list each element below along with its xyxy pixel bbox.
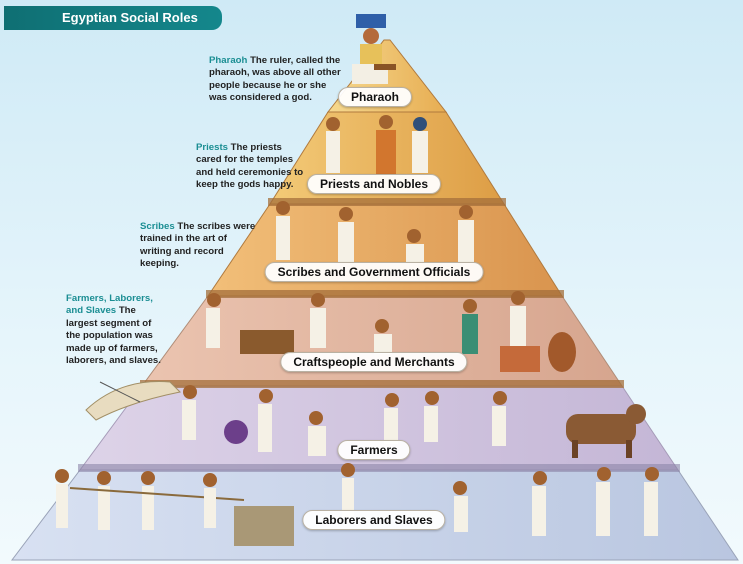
merchant-figure-icon: [510, 291, 526, 354]
farmer-figure-icon: [258, 389, 273, 452]
farmer-figure-icon: [182, 385, 197, 440]
annotation-term: Farmers, Laborers, and Slaves: [66, 293, 153, 316]
merchant-figure-icon: [462, 299, 478, 354]
annotation-farmers: Farmers, Laborers, and Slaves The larges…: [66, 293, 166, 367]
tier-label-scribes: Scribes and Government Officials: [265, 262, 484, 282]
annotation-scribes: Scribes The scribes were trained in the …: [140, 221, 258, 271]
farmer-figure-icon: [384, 393, 399, 444]
annotation-priests: Priests The priests cared for the temple…: [196, 142, 308, 192]
laborer-figure-icon: [55, 469, 69, 528]
laborer-figure-icon: [596, 467, 611, 536]
scribe-figure-icon: [276, 201, 290, 260]
tier-scribes: [208, 204, 562, 296]
laborer-figure-icon: [141, 471, 155, 530]
craftsman-figure-icon: [310, 293, 326, 348]
farmer-figure-icon: [424, 391, 439, 442]
scribe-figure-icon: [338, 207, 354, 262]
tier-label-pharaoh: Pharaoh: [338, 87, 412, 107]
furniture-icon: [240, 330, 294, 354]
tier-label-laborers: Laborers and Slaves: [302, 510, 445, 530]
laborer-figure-icon: [97, 471, 111, 530]
craftsman-figure-icon: [206, 293, 221, 348]
laborer-figure-icon: [453, 481, 468, 532]
grape-basket-icon: [224, 420, 248, 444]
annotation-term: Pharaoh: [209, 55, 247, 66]
annotation-term: Priests: [196, 142, 228, 153]
noble-figure-icon: [412, 117, 428, 173]
annotation-pharaoh: Pharaoh The ruler, called the pharaoh, w…: [209, 55, 343, 105]
priest-figure-icon: [326, 117, 340, 173]
tier-label-farmers: Farmers: [337, 440, 410, 460]
tier-label-priests: Priests and Nobles: [307, 174, 441, 194]
laborer-figure-icon: [644, 467, 659, 536]
annotation-term: Scribes: [140, 221, 175, 232]
tier-label-craftspeople: Craftspeople and Merchants: [280, 352, 467, 372]
laborer-figure-icon: [203, 473, 217, 528]
official-figure-icon: [458, 205, 474, 262]
laborer-figure-icon: [532, 471, 547, 536]
farmer-figure-icon: [492, 391, 507, 446]
stone-block-icon: [234, 506, 294, 546]
